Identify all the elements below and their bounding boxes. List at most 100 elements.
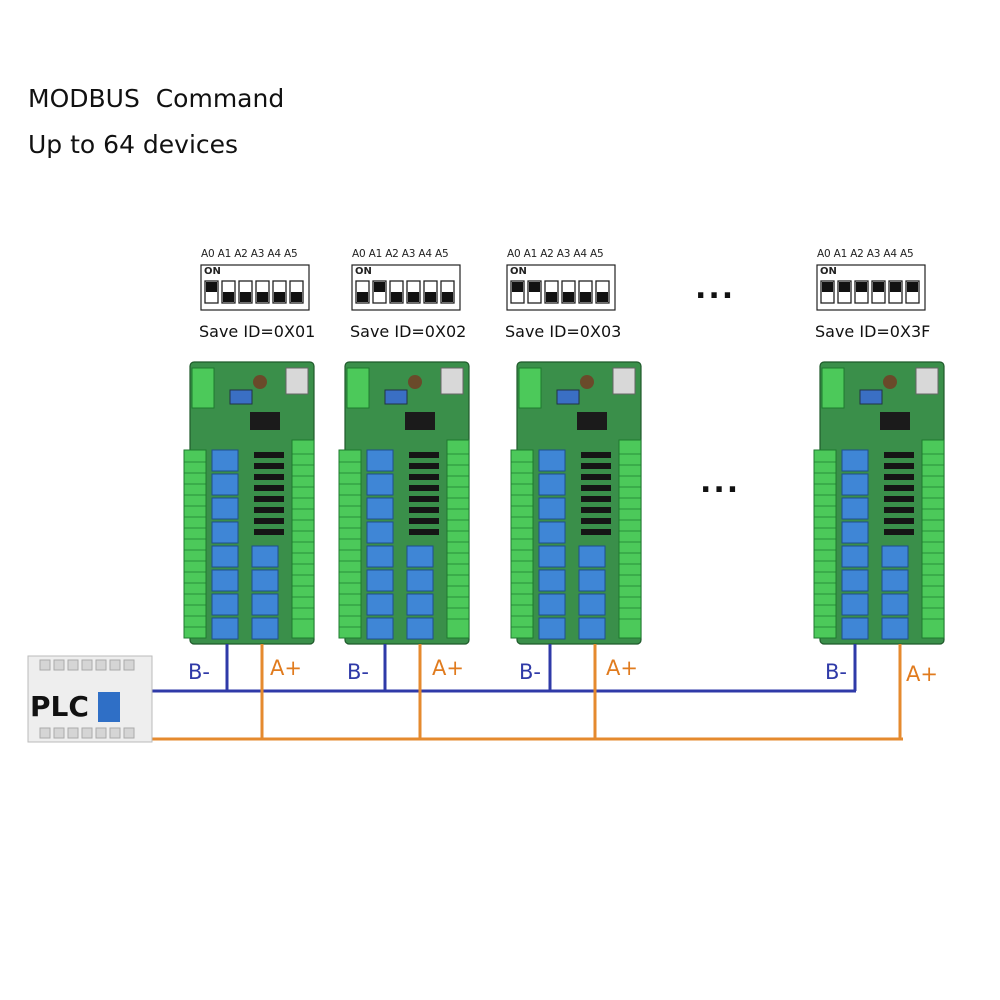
relay	[538, 569, 566, 592]
relay	[366, 473, 394, 496]
optocoupler	[254, 496, 284, 502]
board-dip-switch	[556, 389, 580, 405]
dip-switch-off	[546, 292, 557, 302]
dip-switch-on	[512, 282, 523, 292]
optocoupler	[884, 474, 914, 480]
optocoupler	[254, 474, 284, 480]
optocoupler	[884, 485, 914, 491]
dip-switch-off	[425, 292, 436, 302]
board-chip	[580, 375, 594, 389]
plc-terminal	[95, 727, 107, 739]
relay	[578, 569, 606, 592]
mcu-chip	[577, 412, 607, 430]
dip-switch-off	[223, 292, 234, 302]
relay	[366, 569, 394, 592]
dip-switch-on	[907, 282, 918, 292]
relay	[211, 617, 239, 640]
relay	[578, 593, 606, 616]
relay	[366, 449, 394, 472]
relay	[841, 497, 869, 520]
relay-board	[183, 361, 315, 645]
dip-switch-off	[257, 292, 268, 302]
optocoupler	[254, 452, 284, 458]
relay	[211, 449, 239, 472]
relay	[841, 449, 869, 472]
relay	[406, 545, 434, 568]
relay	[841, 521, 869, 544]
ellipsis-middle: ...	[700, 465, 741, 500]
board-chip	[883, 375, 897, 389]
dip-switch-block	[351, 264, 461, 311]
dip-switch-off	[597, 292, 608, 302]
optocoupler	[581, 463, 611, 469]
relay	[841, 545, 869, 568]
relay	[251, 593, 279, 616]
dip-switch-off	[442, 292, 453, 302]
right-terminal-strip	[291, 439, 315, 639]
save-id-label: Save ID=0X03	[505, 322, 622, 341]
dip-switch-block	[200, 264, 310, 311]
dip-switch-on	[822, 282, 833, 292]
dip-switch-on	[206, 282, 217, 292]
b-minus-label: B-	[825, 660, 847, 684]
diagram-subtitle: Up to 64 devices	[28, 130, 239, 159]
mcu-chip	[405, 412, 435, 430]
relay	[366, 593, 394, 616]
plc-display	[98, 692, 120, 722]
relay	[211, 593, 239, 616]
optocoupler	[581, 518, 611, 524]
dip-on-label: ON	[820, 266, 837, 277]
relay-board	[338, 361, 470, 645]
b-minus-label: B-	[347, 660, 369, 684]
optocoupler	[254, 529, 284, 535]
plc-terminal	[81, 659, 93, 671]
optocoupler	[884, 452, 914, 458]
optocoupler	[254, 485, 284, 491]
a-plus-label: A+	[906, 662, 938, 686]
optocoupler	[409, 518, 439, 524]
board-chip	[408, 375, 422, 389]
ellipsis-top: ...	[695, 271, 736, 306]
optocoupler	[409, 452, 439, 458]
relay	[251, 569, 279, 592]
save-id-label: Save ID=0X01	[199, 322, 316, 341]
relay	[538, 449, 566, 472]
optocoupler	[581, 474, 611, 480]
dip-on-label: ON	[204, 266, 221, 277]
plc-terminal	[39, 659, 51, 671]
relay	[366, 617, 394, 640]
relay	[251, 545, 279, 568]
dip-switch-off	[563, 292, 574, 302]
relay	[881, 569, 909, 592]
dip-switch-off	[240, 292, 251, 302]
optocoupler	[409, 507, 439, 513]
relay	[211, 545, 239, 568]
power-terminal	[346, 367, 370, 409]
relay	[841, 569, 869, 592]
usb-port	[440, 367, 464, 395]
plc-terminal	[123, 659, 135, 671]
power-terminal	[191, 367, 215, 409]
plc-terminal	[67, 727, 79, 739]
plc-terminal	[109, 727, 121, 739]
relay	[538, 593, 566, 616]
relay	[881, 617, 909, 640]
relay	[538, 473, 566, 496]
right-terminal-strip	[618, 439, 642, 639]
plc-terminal	[95, 659, 107, 671]
optocoupler	[409, 463, 439, 469]
plc-label: PLC	[30, 690, 89, 723]
optocoupler	[254, 507, 284, 513]
board-chip	[253, 375, 267, 389]
left-terminal-strip	[813, 449, 837, 639]
dip-on-label: ON	[510, 266, 527, 277]
relay	[211, 497, 239, 520]
plc-terminal	[67, 659, 79, 671]
dip-switch-block	[816, 264, 926, 311]
dip-switch-on	[856, 282, 867, 292]
optocoupler	[884, 496, 914, 502]
board-dip-switch	[229, 389, 253, 405]
dip-address-header: A0 A1 A2 A3 A4 A5	[352, 248, 449, 260]
relay	[578, 617, 606, 640]
